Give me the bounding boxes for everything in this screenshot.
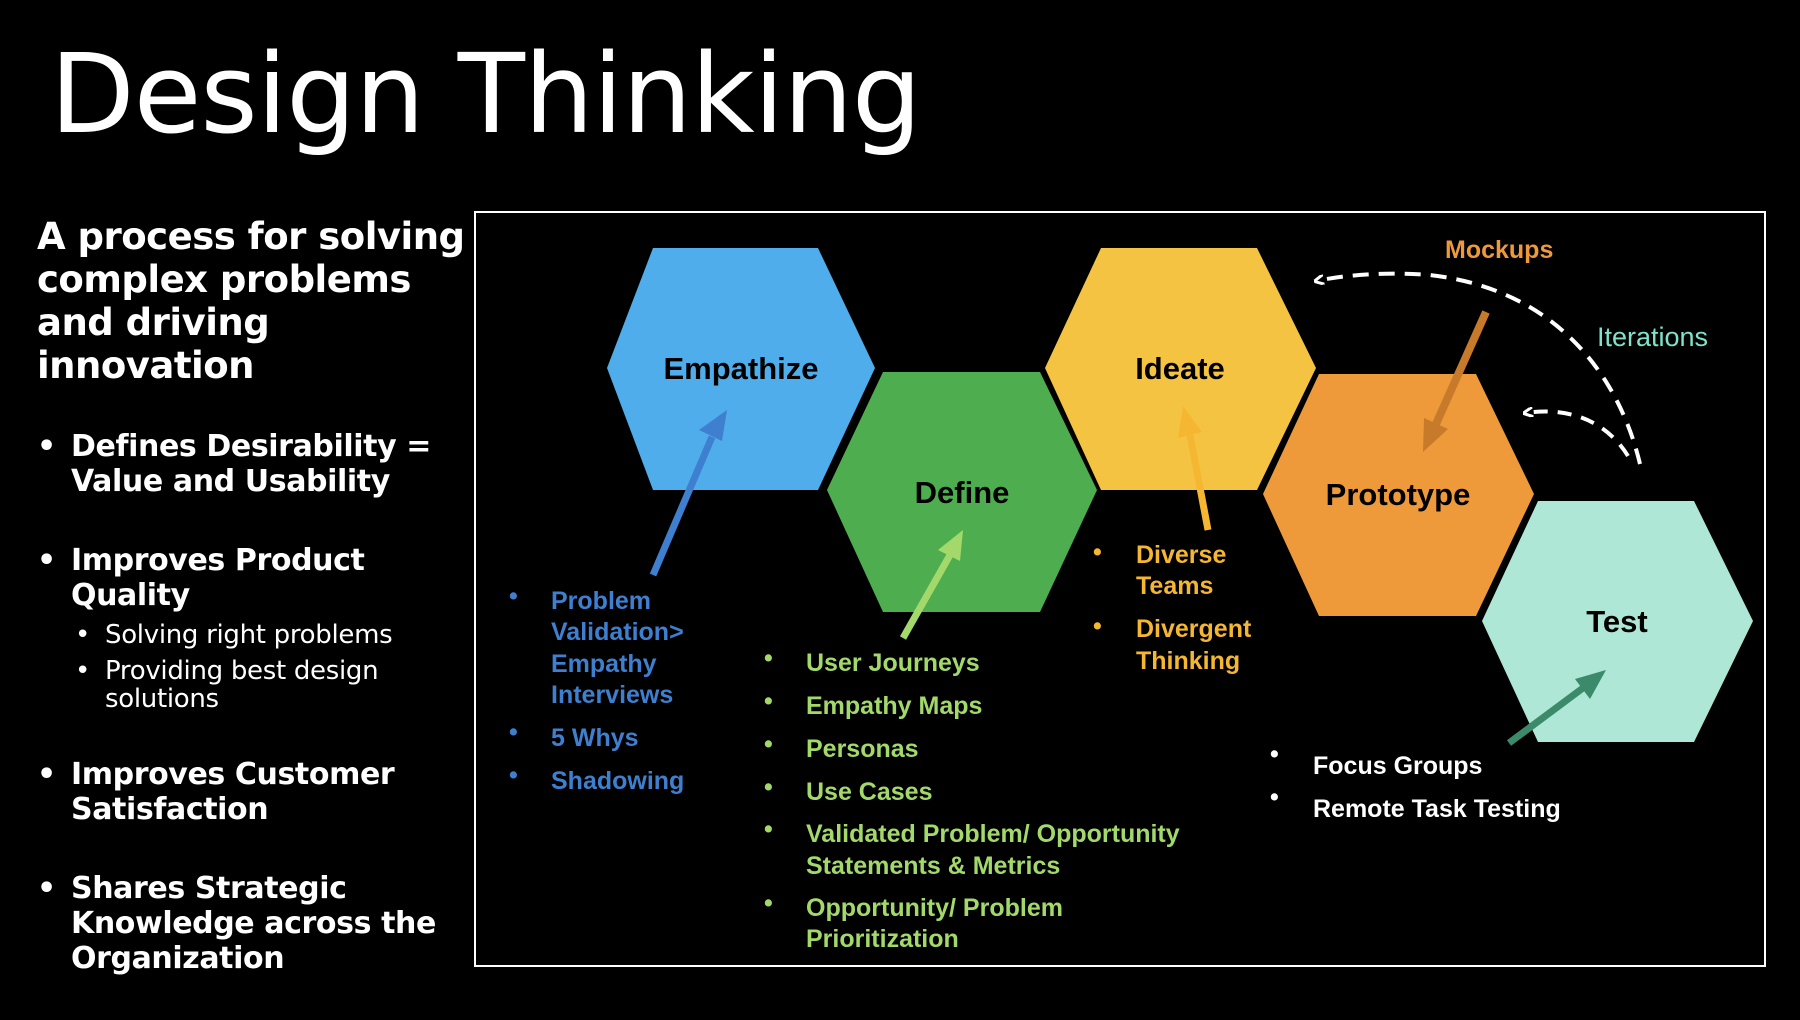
mockups-arrow bbox=[1423, 310, 1490, 452]
bullet-dot: • bbox=[509, 582, 518, 610]
subtitle-line: and driving bbox=[37, 301, 270, 344]
note-line: Personas bbox=[806, 735, 919, 763]
bullet-dot: • bbox=[764, 644, 773, 672]
bullet-dot: • bbox=[1270, 783, 1279, 811]
mockups-label: Mockups bbox=[1445, 236, 1553, 264]
bullet-dot: • bbox=[764, 889, 773, 917]
note-line: Use Cases bbox=[806, 778, 932, 806]
empathize-arrow bbox=[649, 410, 727, 577]
benefit-line: Value and Usability bbox=[71, 464, 390, 499]
bullet-dot: • bbox=[764, 687, 773, 715]
ideate-notes: • Diverse Teams • Divergent Thinking bbox=[1093, 538, 1252, 675]
prototype-hexagon bbox=[1263, 374, 1534, 616]
note-line: Empathy bbox=[551, 650, 657, 678]
note-line: Remote Task Testing bbox=[1313, 795, 1561, 823]
slide-title: Design Thinking bbox=[50, 30, 922, 158]
note-line: Prioritization bbox=[806, 925, 959, 953]
benefit-desirability: Defines Desirability = Value and Usabili… bbox=[37, 429, 467, 499]
iterations-label: Iterations bbox=[1597, 322, 1708, 352]
subpoint-right-problems: Solving right problems bbox=[71, 621, 467, 649]
benefit-satisfaction: Improves Customer Satisfaction bbox=[37, 757, 467, 827]
note-line: Focus Groups bbox=[1313, 752, 1482, 780]
test-arrow bbox=[1506, 670, 1606, 746]
define-arrow bbox=[899, 530, 963, 640]
note-line: Opportunity/ Problem bbox=[806, 894, 1063, 922]
note-line: Diverse bbox=[1136, 541, 1226, 569]
benefit-line: Shares Strategic bbox=[71, 871, 347, 906]
empathize-hexagon bbox=[607, 248, 875, 490]
benefit-line: Knowledge across the bbox=[71, 906, 436, 941]
subpoint-line: Providing best design bbox=[105, 656, 379, 686]
define-hexagon bbox=[827, 372, 1097, 612]
note-line: Interviews bbox=[551, 681, 673, 709]
empathize-notes: • Problem Validation> Empathy Interviews… bbox=[509, 582, 684, 795]
ideate-hexagon bbox=[1045, 248, 1316, 490]
note-line: Validated Problem/ Opportunity bbox=[806, 820, 1180, 848]
note-line: Validation> bbox=[551, 618, 684, 646]
note-line: Empathy Maps bbox=[806, 692, 982, 720]
test-hexagon bbox=[1482, 501, 1753, 742]
define-label: Define bbox=[915, 475, 1010, 510]
subpoint-line: Solving right problems bbox=[105, 620, 393, 650]
bullet-dot: • bbox=[1093, 538, 1102, 566]
benefit-line: Organization bbox=[71, 941, 285, 976]
iteration-arrow-short bbox=[1525, 411, 1630, 458]
subtitle-line: A process for solving bbox=[37, 215, 465, 258]
empathize-label: Empathize bbox=[663, 351, 818, 386]
note-line: Thinking bbox=[1136, 647, 1240, 675]
benefit-quality: Improves Product Quality Solving right p… bbox=[37, 543, 467, 713]
bullet-dot: • bbox=[509, 718, 518, 746]
bullet-dot: • bbox=[764, 773, 773, 801]
left-panel: A process for solving complex problems a… bbox=[37, 215, 467, 1020]
note-line: Shadowing bbox=[551, 767, 684, 795]
benefit-line: Improves Customer bbox=[71, 757, 395, 792]
note-line: Teams bbox=[1136, 572, 1213, 600]
bullet-dot: • bbox=[1270, 740, 1279, 768]
subpoint-line: solutions bbox=[105, 684, 219, 714]
iteration-arrow-long bbox=[1316, 271, 1642, 465]
note-line: 5 Whys bbox=[551, 724, 639, 752]
benefit-line: Defines Desirability = bbox=[71, 429, 432, 464]
diagram-frame bbox=[474, 211, 1766, 967]
bullet-dot: • bbox=[1093, 612, 1102, 640]
prototype-label: Prototype bbox=[1326, 477, 1471, 512]
test-notes: • Focus Groups • Remote Task Testing bbox=[1270, 740, 1561, 823]
benefits-list: Defines Desirability = Value and Usabili… bbox=[37, 429, 467, 976]
note-line: Divergent bbox=[1136, 615, 1252, 643]
benefit-knowledge: Shares Strategic Knowledge across the Or… bbox=[37, 871, 467, 976]
quality-subpoints: Solving right problems Providing best de… bbox=[71, 621, 467, 713]
test-label: Test bbox=[1586, 604, 1647, 639]
benefit-line: Improves Product Quality bbox=[71, 543, 365, 613]
subtitle: A process for solving complex problems a… bbox=[37, 215, 467, 387]
subtitle-line: complex problems bbox=[37, 258, 411, 301]
define-notes: • User Journeys • Empathy Maps • Persona… bbox=[764, 644, 1180, 953]
bullet-dot: • bbox=[764, 730, 773, 758]
note-line: Problem bbox=[551, 587, 651, 615]
bullet-dot: • bbox=[764, 815, 773, 843]
benefit-line: Satisfaction bbox=[71, 792, 269, 827]
note-line: User Journeys bbox=[806, 649, 980, 677]
ideate-label: Ideate bbox=[1135, 351, 1225, 386]
subpoint-best-solutions: Providing best design solutions bbox=[71, 657, 467, 713]
bullet-dot: • bbox=[509, 761, 518, 789]
subtitle-line: innovation bbox=[37, 344, 255, 387]
ideate-arrow bbox=[1178, 406, 1212, 531]
note-line: Statements & Metrics bbox=[806, 852, 1060, 880]
